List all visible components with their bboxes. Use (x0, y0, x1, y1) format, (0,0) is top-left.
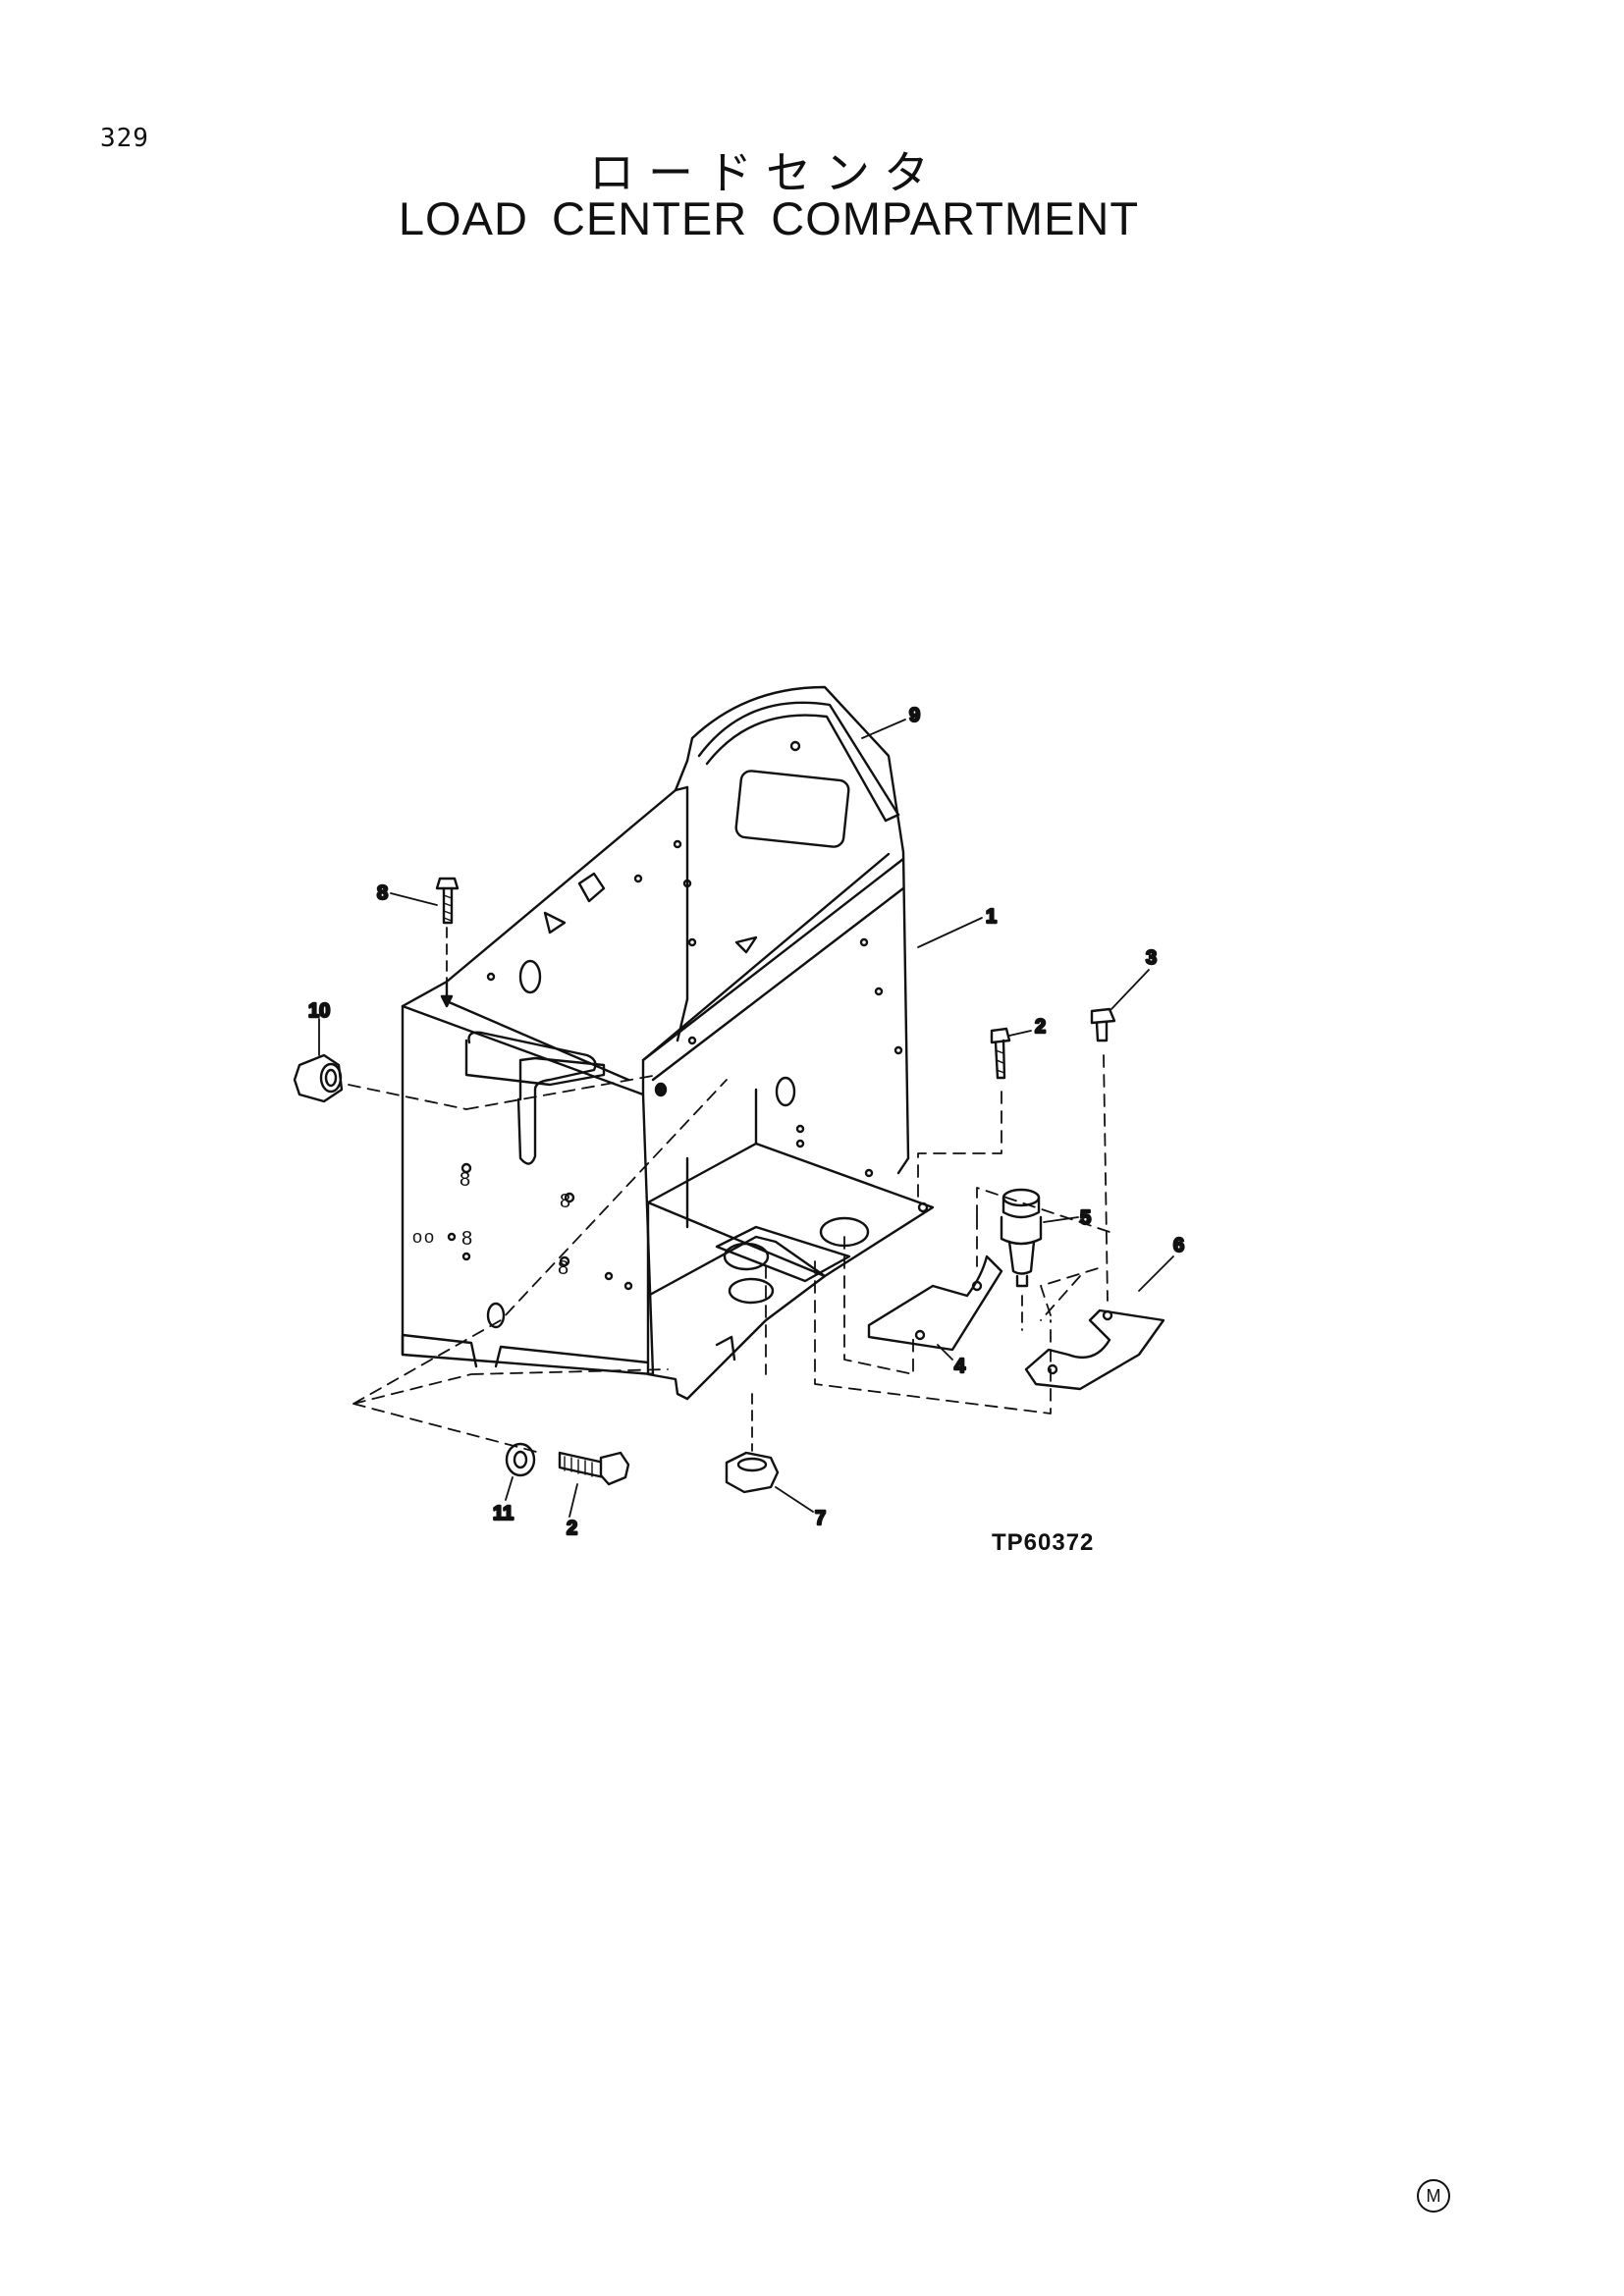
bolt-part-8 (390, 877, 460, 1008)
bolt-part-2-upper (917, 1027, 1032, 1199)
assembly-dashed-lines-lower (352, 1079, 728, 1454)
title-english: LOAD CENTER COMPARTMENT (398, 192, 1140, 244)
callout-3: 3 (1146, 947, 1157, 969)
figure-code: TP60372 (992, 1529, 1095, 1556)
svg-text:o: o (424, 1227, 434, 1247)
page-number: 329 (100, 124, 149, 153)
callout-11: 11 (493, 1503, 514, 1524)
svg-text:8: 8 (558, 1257, 568, 1279)
plate-part-4 (867, 1255, 1003, 1361)
svg-text:8: 8 (460, 1169, 470, 1191)
bolt-part-3 (1090, 969, 1150, 1302)
callout-6: 6 (1173, 1235, 1184, 1256)
callout-2-upper: 2 (1035, 1016, 1046, 1038)
callout-10: 10 (308, 1000, 330, 1022)
svg-text:8: 8 (461, 1228, 472, 1250)
svg-text:8: 8 (560, 1191, 570, 1212)
curved-seal-part-9 (697, 701, 906, 823)
bracket-part-6 (1024, 1255, 1174, 1391)
assembly-dashed-lines (765, 1187, 1110, 1415)
circled-m-mark: M (1417, 2179, 1450, 2213)
nut-part-10 (293, 1018, 659, 1110)
title-japanese: ロードセンタ (589, 146, 943, 199)
callout-9: 9 (909, 705, 920, 726)
svg-text:o: o (412, 1227, 422, 1247)
leader-part-1 (917, 917, 983, 948)
callout-7: 7 (815, 1508, 826, 1529)
washer-part-11 (505, 1442, 536, 1501)
callout-1: 1 (986, 906, 997, 928)
callout-4: 4 (954, 1356, 966, 1377)
callout-5: 5 (1080, 1207, 1091, 1229)
connector-part-5 (1000, 1188, 1079, 1331)
bolt-part-2-lower (558, 1451, 630, 1518)
load-center-frame: 8 8 8 8 o o (401, 685, 935, 1401)
nut-part-7 (725, 1393, 814, 1513)
callout-2-lower: 2 (567, 1518, 577, 1539)
callout-8: 8 (377, 882, 388, 904)
